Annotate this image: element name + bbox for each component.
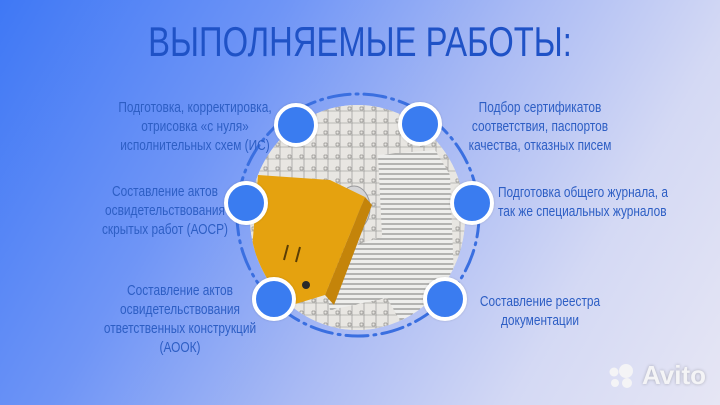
item-line: скрытых работ (АОСР)	[101, 222, 229, 238]
item-sertifikaty: Подбор сертификатов соответствия, паспор…	[462, 99, 618, 156]
bullet-circle-1	[274, 103, 318, 147]
item-line: Подготовка, корректировка,	[118, 100, 272, 116]
item-line: Составление актов	[127, 283, 233, 299]
item-line: Составление актов	[112, 184, 218, 200]
bullet-circle-4	[398, 102, 442, 146]
item-aook: Составление актов освидетельствования от…	[98, 282, 262, 358]
item-line: освидетельствования	[105, 203, 225, 219]
item-zhurnaly: Подготовка общего журнала, а так же спец…	[498, 184, 695, 222]
item-ispolnitelnye-skhemy: Подготовка, корректировка, отрисовка «с …	[113, 99, 277, 156]
item-line: Подбор сертификатов	[478, 100, 602, 116]
avito-logo-icon	[609, 363, 633, 388]
bullet-circle-5	[450, 181, 494, 225]
item-line: документации	[500, 313, 580, 329]
item-line: исполнительных схем (ИС)	[120, 138, 270, 154]
item-line: соответствия, паспортов	[471, 119, 609, 135]
item-reestr: Составление реестра документации	[474, 293, 605, 331]
item-line: так же специальных журналов	[498, 204, 667, 220]
page-title: ВЫПОЛНЯЕМЫЕ РАБОТЫ:	[148, 18, 572, 65]
item-line: качества, отказных писем	[468, 138, 612, 154]
item-line: ответственных конструкций	[103, 321, 257, 337]
item-aosr: Составление актов освидетельствования ск…	[91, 183, 239, 240]
bullet-circle-6	[423, 277, 467, 321]
bullet-circle-2	[224, 181, 268, 225]
avito-wordmark: Avito	[641, 360, 706, 390]
item-line: отрисовка «с нуля»	[141, 119, 249, 135]
avito-watermark: Avito	[606, 360, 706, 391]
item-line: (АООК)	[159, 340, 201, 356]
bullet-circle-3	[252, 277, 296, 321]
item-line: освидетельствования	[120, 302, 240, 318]
item-line: Подготовка общего журнала, а	[498, 185, 669, 201]
item-line: Составление реестра	[479, 294, 601, 310]
